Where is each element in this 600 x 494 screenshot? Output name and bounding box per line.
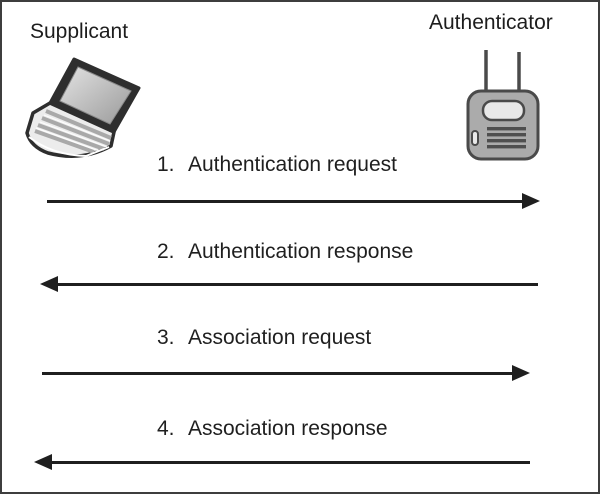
arrowhead-left-icon xyxy=(40,276,58,292)
arrow-line xyxy=(47,199,525,203)
arrow-left xyxy=(40,276,538,292)
message-text: Authentication response xyxy=(188,240,414,263)
message-label: 2. Authentication response xyxy=(157,239,413,264)
arrow-right xyxy=(42,365,530,381)
arrow-right xyxy=(47,193,540,209)
arrow-left xyxy=(34,454,530,470)
arrowhead-right-icon xyxy=(512,365,530,381)
arrow-line xyxy=(42,371,515,375)
arrow-line xyxy=(49,460,530,464)
supplicant-label: Supplicant xyxy=(30,20,129,43)
laptop-icon xyxy=(24,57,146,167)
message-number: 2. xyxy=(157,240,175,263)
message-label: 4. Association response xyxy=(157,416,388,441)
message-label: 3. Association request xyxy=(157,325,371,350)
message-number: 3. xyxy=(157,326,175,349)
arrowhead-left-icon xyxy=(34,454,52,470)
access-point-icon xyxy=(460,47,545,162)
message-number: 1. xyxy=(157,153,175,176)
message-text: Association response xyxy=(188,417,388,440)
message-text: Association request xyxy=(188,326,372,349)
arrowhead-right-icon xyxy=(522,193,540,209)
message-number: 4. xyxy=(157,417,175,440)
message-label: 1. Authentication request xyxy=(157,152,397,177)
message-text: Authentication request xyxy=(188,153,397,176)
authenticator-label: Authenticator xyxy=(429,11,553,34)
arrow-line xyxy=(55,282,538,286)
